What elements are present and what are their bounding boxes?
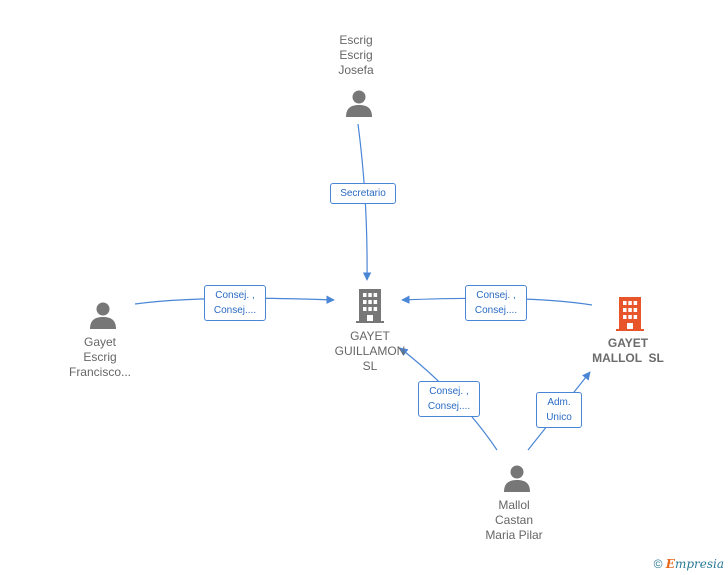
node-line: Gayet (83, 335, 116, 349)
node-line: Josefa (338, 63, 374, 77)
edge-line: Consej.... (427, 401, 471, 412)
building-icon (616, 297, 644, 331)
edge-label-maria-consej[interactable]: Consej. , Consej.... (418, 381, 480, 417)
node-line: Mallol (498, 498, 530, 512)
node-line: GAYET (607, 336, 649, 350)
building-icon (356, 289, 384, 323)
node-line: Escrig (339, 33, 373, 47)
node-gayet-francisco-label[interactable]: Gayet Escrig Francisco... (50, 335, 150, 380)
node-line: Castan (494, 513, 534, 527)
edge-line: Consej. , (476, 290, 516, 301)
node-line: GAYET (350, 329, 390, 343)
node-mallol-castan-label[interactable]: Mallol Castan Maria Pilar (464, 498, 564, 543)
node-line: Francisco... (68, 365, 131, 379)
edge-label-secretario[interactable]: Secretario (330, 183, 396, 204)
node-line: GUILLAMON (334, 344, 406, 358)
node-gayet-mallol-label[interactable]: GAYET MALLOL SL (578, 336, 678, 366)
copyright-brand: © Empresia (654, 557, 724, 571)
person-icon (346, 90, 372, 117)
edge-line: Unico (546, 412, 572, 423)
edge-line: Consej.... (474, 305, 518, 316)
node-gayet-guillamon-label[interactable]: GAYET GUILLAMON SL (320, 329, 420, 374)
node-escrig-josefa-label[interactable]: Escrig Escrig Josefa (306, 33, 406, 78)
brand-logo-text: mpresia (674, 557, 724, 571)
edge-line: Consej. , (429, 386, 469, 397)
node-line: Escrig (339, 48, 373, 62)
edge-line: Secretario (340, 188, 386, 199)
node-line: Maria Pilar (485, 528, 543, 542)
edge-line: Consej.... (213, 305, 257, 316)
edge-label-mallol-sl-consej[interactable]: Consej. , Consej.... (465, 285, 527, 321)
edge-label-maria-adm[interactable]: Adm. Unico (536, 392, 582, 428)
edge-line: Adm. (547, 397, 571, 408)
edge-label-francisco-consej[interactable]: Consej. , Consej.... (204, 285, 266, 321)
node-line: SL (362, 359, 378, 373)
edge-line: Consej. , (215, 290, 255, 301)
person-icon (90, 302, 116, 329)
node-line: Escrig (83, 350, 117, 364)
person-icon (504, 465, 530, 492)
brand-logo-initial: E (665, 557, 675, 571)
node-line: MALLOL SL (592, 351, 664, 365)
copyright-icon: © (653, 557, 663, 571)
